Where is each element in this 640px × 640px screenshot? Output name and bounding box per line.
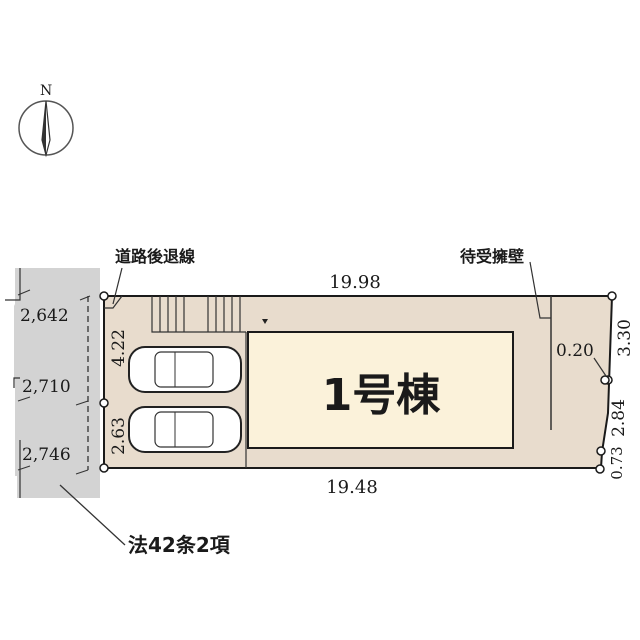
dim-right-jog: 0.20 (556, 341, 594, 361)
north-compass-icon: N (18, 83, 74, 158)
car-icon (128, 346, 242, 393)
building-label: 1号棟 (322, 370, 442, 421)
road-width-2: 2,710 (22, 377, 71, 397)
dim-left-lower: 2.63 (109, 417, 129, 455)
setback-line-label: 道路後退線 (115, 247, 195, 266)
road-area: 2,642 2,710 2,746 (5, 268, 126, 546)
dim-top: 19.98 (329, 272, 381, 293)
car-icon (128, 406, 242, 453)
dim-bottom: 19.48 (326, 477, 378, 498)
entrance-marker-icon (262, 319, 268, 324)
dim-right-lower: 0.73 (608, 446, 626, 479)
road-article-label: 法42条2項 (128, 533, 231, 557)
north-label: N (40, 83, 52, 99)
road-width-3: 2,746 (22, 445, 71, 465)
dim-right-middle: 2.84 (609, 399, 629, 437)
stairs (151, 296, 246, 333)
dim-left-upper: 4.22 (109, 329, 129, 367)
dim-right-upper: 3.30 (615, 319, 635, 357)
retaining-wall-label: 待受擁壁 (460, 247, 524, 266)
building-footprint (247, 331, 514, 449)
road-width-1: 2,642 (20, 306, 69, 326)
